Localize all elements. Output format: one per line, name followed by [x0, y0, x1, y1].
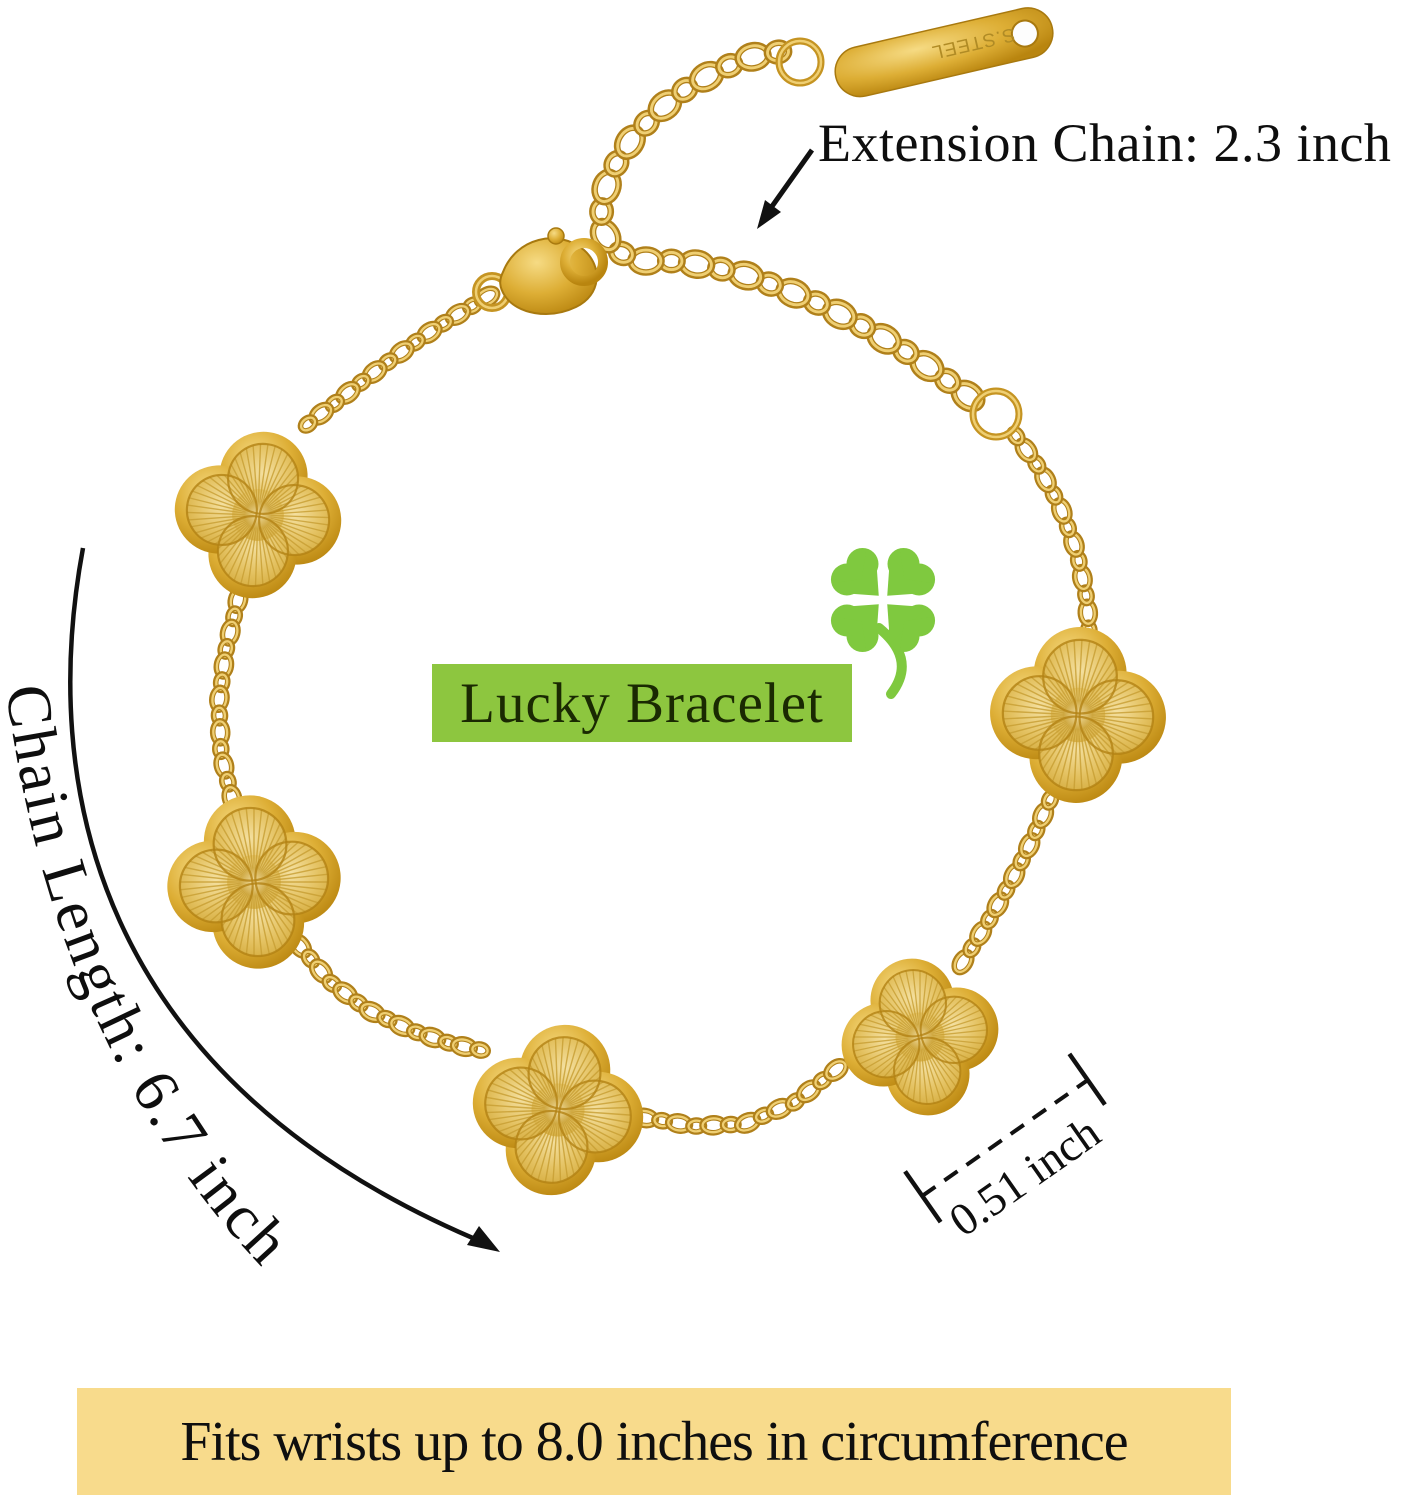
clover-charm — [990, 627, 1166, 803]
chain-length-arrow — [68, 547, 500, 1252]
clover-leaf — [830, 604, 879, 653]
clover-leaf — [887, 547, 936, 596]
chain-length-label: Chain Length: 6.7 inch — [0, 680, 305, 1279]
clover-charm — [174, 431, 342, 599]
clover-charm — [167, 795, 341, 969]
steel-tag-icon: S.STEEL — [775, 7, 1054, 98]
extension-chain-label: Extension Chain: 2.3 inch — [818, 113, 1392, 173]
charm-size-dimension: 0.51 inch — [903, 1052, 1109, 1246]
charm-size-label: 0.51 inch — [940, 1106, 1109, 1246]
clover-leaf — [830, 547, 879, 596]
clover-charms — [167, 431, 1166, 1196]
lucky-bracelet-badge-text: Lucky Bracelet — [460, 671, 824, 735]
clover-charm — [841, 958, 999, 1116]
fit-note-banner: Fits wrists up to 8.0 inches in circumfe… — [77, 1388, 1231, 1495]
bracelet-chain — [209, 39, 1101, 1136]
jump-ring — [969, 387, 1023, 441]
lucky-bracelet-badge: Lucky Bracelet — [432, 664, 852, 742]
lobster-clasp-icon — [472, 227, 608, 315]
tag-engraving-text: S.STEEL — [929, 23, 1017, 63]
extension-chain-arrow — [757, 148, 815, 229]
jump-ring-highlight — [971, 389, 1021, 439]
fit-note-text: Fits wrists up to 8.0 inches in circumfe… — [180, 1410, 1128, 1473]
clover-leaf — [887, 604, 936, 653]
clover-charm — [472, 1024, 644, 1196]
